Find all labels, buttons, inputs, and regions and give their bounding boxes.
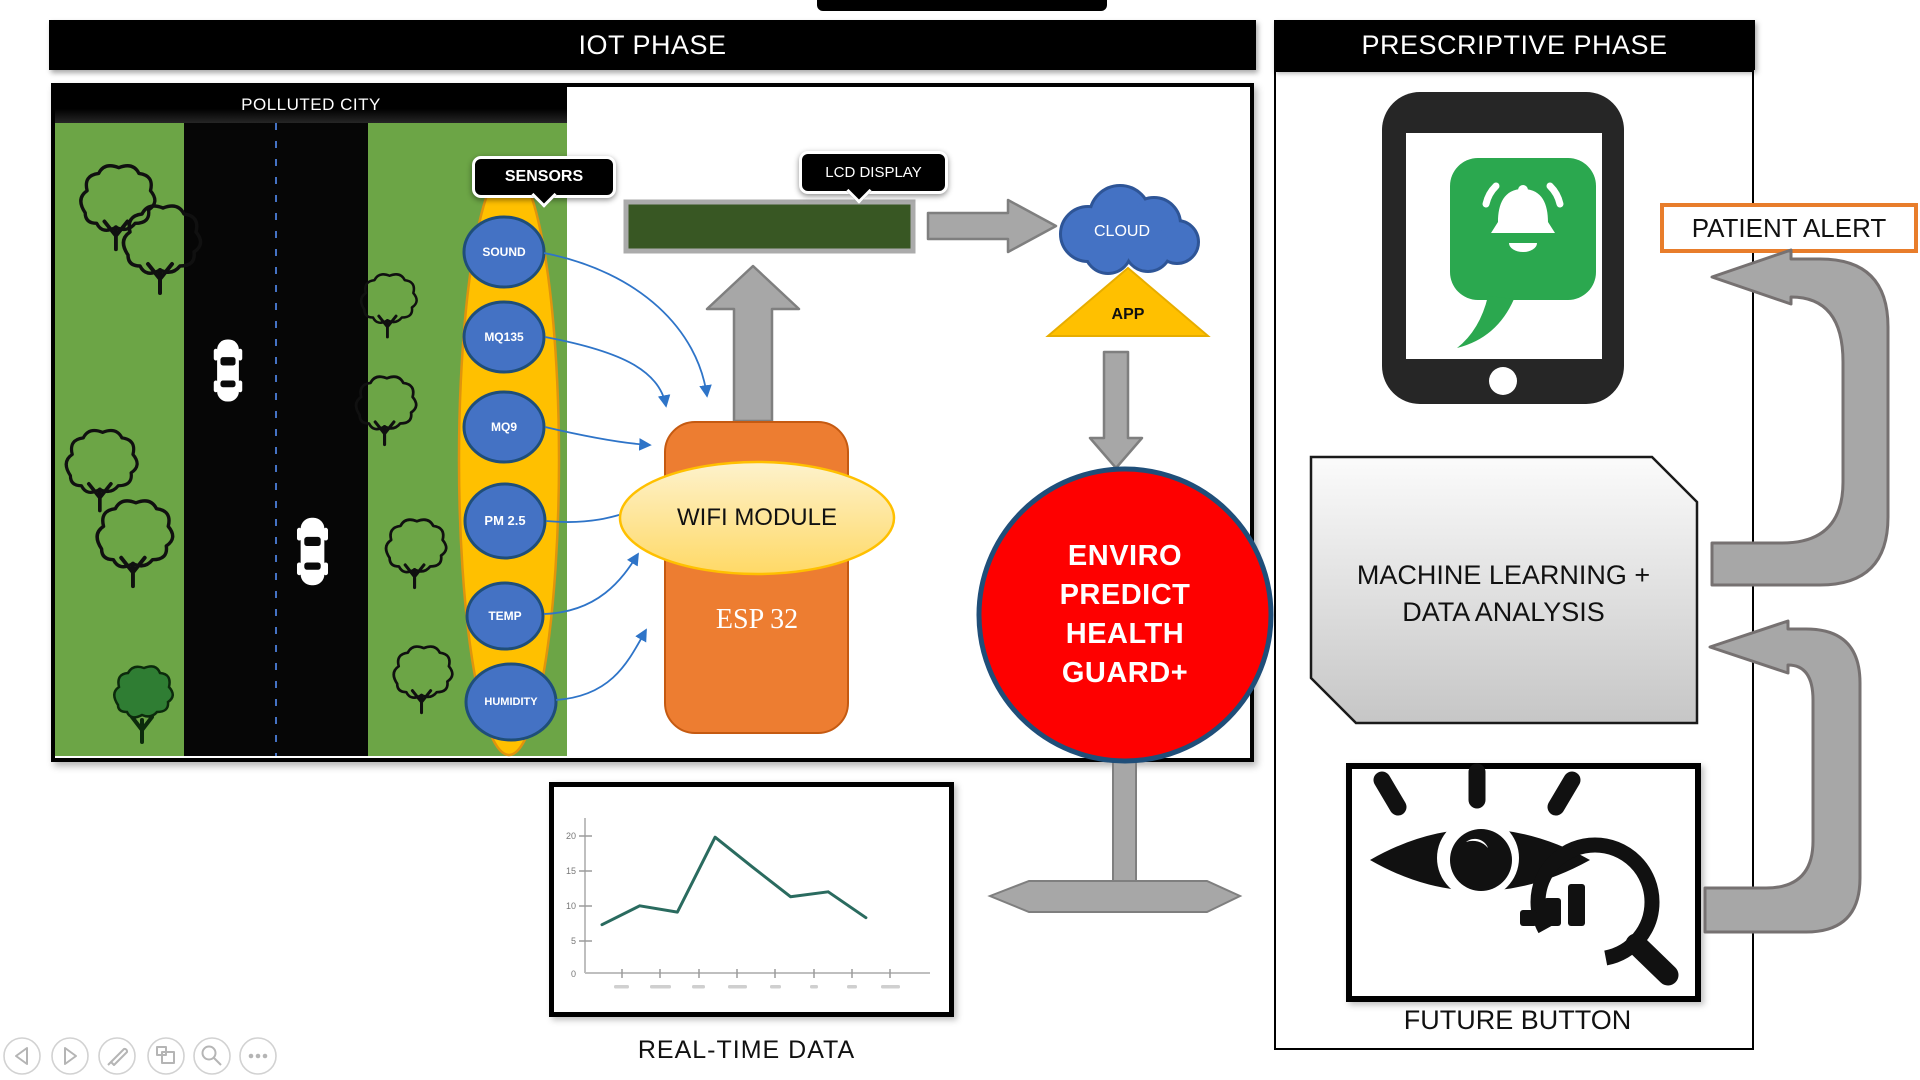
solid-tree (113, 665, 174, 744)
sensor-mq9 (462, 390, 546, 464)
health-guard-text: ENVIRO PREDICT HEALTH GUARD+ (1059, 540, 1191, 689)
lcd-display-callout: LCD DISPLAY (799, 151, 948, 204)
future-button-label: FUTURE BUTTON (1403, 1004, 1632, 1035)
sensor-temp (465, 581, 545, 651)
svg-text:0: 0 (571, 969, 576, 979)
polluted-city-title: POLLUTED CITY (241, 95, 381, 114)
ml-box-shape (1309, 455, 1699, 725)
app-triangle (1045, 266, 1211, 337)
sensor-nodes (462, 215, 558, 742)
app-label: APP (1111, 306, 1145, 323)
sensors-callout-label: SENSORS (504, 168, 584, 185)
iot-phase-title: IOT PHASE (578, 29, 727, 60)
sensors-callout: SENSORS (472, 156, 616, 208)
sensor-humidity-label: HUMIDITY (484, 696, 538, 708)
realtime-chart-box (549, 782, 954, 1017)
car-icon-1 (213, 339, 243, 402)
esp-to-lcd-arrow (705, 264, 801, 423)
phone-alert-icon (1382, 92, 1624, 404)
ml-box-text: MACHINE LEARNING + DATA ANALYSIS (1356, 560, 1651, 627)
wifi-module-label: WIFI MODULE (677, 504, 837, 531)
guard-stem (1112, 749, 1137, 887)
zoom-button[interactable] (193, 1037, 231, 1075)
sensor-temp-label: TEMP (488, 609, 522, 623)
wifi-module-shape (618, 460, 896, 576)
slide-sorter-icon (156, 1046, 175, 1064)
guard-pedestal (987, 880, 1243, 913)
ml-to-alert-arrow (1710, 248, 1890, 587)
top-cropped-bar (817, 0, 1107, 11)
phone-home-button (1489, 367, 1517, 395)
feedback-arrows (1703, 248, 1890, 934)
sensor-pm25-label: PM 2.5 (484, 512, 526, 528)
more-options-icon (248, 1053, 268, 1059)
esp32-label: ESP 32 (715, 604, 799, 635)
previous-slide-button[interactable] (3, 1037, 41, 1075)
zoom-icon (201, 1045, 222, 1066)
realtime-chart: 20 15 10 5 0 (566, 818, 930, 989)
svg-text:10: 10 (566, 901, 576, 911)
iot-phase-box (51, 83, 1254, 762)
sensor-mq135 (462, 300, 546, 374)
realtime-data-label: REAL-TIME DATA (637, 1035, 856, 1064)
chart-x-label-smudges (614, 985, 900, 989)
cloud-label: CLOUD (1093, 223, 1150, 240)
svg-text:20: 20 (566, 831, 576, 841)
chart-ticks (579, 835, 891, 978)
sensor-pm25 (463, 482, 547, 560)
chat-bubble-bell-icon (1450, 158, 1596, 348)
sensor-mq135-label: MQ135 (484, 330, 524, 344)
future-to-ml-arrow (1703, 619, 1862, 934)
svg-text:15: 15 (566, 866, 576, 876)
prescriptive-phase-banner: PRESCRIPTIVE PHASE (1274, 20, 1755, 70)
patient-alert-label: PATIENT ALERT (1691, 212, 1887, 243)
iot-phase-banner: IOT PHASE (49, 20, 1256, 70)
magnifier-bar-chart (1520, 884, 1585, 926)
pen-icon (107, 1047, 129, 1066)
chart-line (600, 835, 868, 927)
health-guard-circle (976, 466, 1274, 764)
car-icon-2 (296, 517, 329, 586)
svg-text:5: 5 (571, 936, 576, 946)
presenter-toolbar (3, 1037, 277, 1075)
sensor-mq9-label: MQ9 (490, 420, 517, 434)
next-slide-button[interactable] (51, 1037, 89, 1075)
lcd-display (623, 199, 916, 254)
future-eye-icon (1370, 763, 1679, 986)
polluted-city-header: POLLUTED CITY (55, 87, 567, 123)
sensor-humidity (464, 662, 558, 742)
app-to-guard-arrow (1088, 350, 1144, 470)
sensor-sound-label: SOUND (482, 245, 526, 259)
sensor-sound (462, 215, 546, 289)
next-icon (64, 1047, 77, 1065)
lcd-callout-label: LCD DISPLAY (825, 164, 922, 181)
chart-y-labels: 20 15 10 5 0 (566, 831, 576, 979)
previous-icon (15, 1047, 28, 1065)
lcd-to-cloud-arrow (926, 198, 1058, 254)
cloud-shape (1059, 184, 1200, 275)
prescriptive-phase-title: PRESCRIPTIVE PHASE (1361, 29, 1668, 60)
